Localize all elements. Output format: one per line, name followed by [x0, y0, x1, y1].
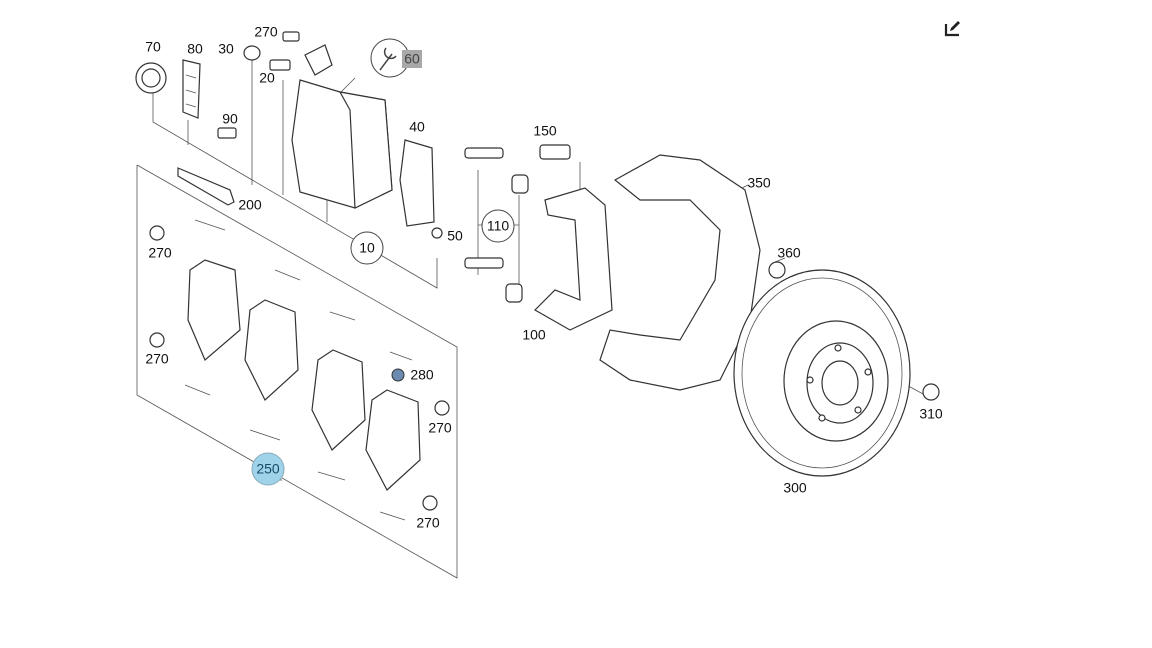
caliper-carrier	[534, 187, 613, 331]
label-20[interactable]: 20	[259, 70, 275, 86]
brake-caliper	[291, 44, 393, 209]
small-parts	[149, 31, 940, 511]
label-250[interactable]: 250	[256, 461, 280, 477]
sensor-ring	[135, 62, 167, 94]
wrench-icon	[379, 47, 397, 71]
label-310[interactable]: 310	[919, 406, 943, 422]
label-270[interactable]: 270	[428, 420, 452, 436]
spring-clip	[182, 59, 201, 119]
label-350[interactable]: 350	[747, 175, 771, 191]
label-200[interactable]: 200	[238, 197, 262, 213]
label-90[interactable]: 90	[222, 111, 238, 127]
label-300[interactable]: 300	[783, 480, 807, 496]
label-40[interactable]: 40	[409, 119, 425, 135]
callout-10	[350, 231, 384, 265]
label-270[interactable]: 270	[416, 515, 440, 531]
label-80[interactable]: 80	[187, 41, 203, 57]
label-110[interactable]: 110	[487, 218, 510, 234]
brake-pad-single	[399, 139, 435, 227]
label-270[interactable]: 270	[145, 351, 169, 367]
label-60[interactable]: 60	[404, 51, 420, 67]
brake-disc	[733, 269, 911, 477]
callout-110	[481, 209, 515, 243]
label-30[interactable]: 30	[218, 41, 234, 57]
label-50[interactable]: 50	[447, 228, 463, 244]
tool-label-bg	[402, 50, 422, 68]
label-150[interactable]: 150	[533, 123, 557, 139]
label-360[interactable]: 360	[777, 245, 801, 261]
splash-shield	[599, 154, 761, 391]
label-10[interactable]: 10	[359, 240, 375, 256]
label-270[interactable]: 270	[254, 24, 278, 40]
label-70[interactable]: 70	[145, 39, 161, 55]
callout-250-highlight[interactable]	[251, 452, 285, 486]
label-280[interactable]: 280	[410, 367, 434, 383]
label-100[interactable]: 100	[522, 327, 546, 343]
part-labels: 70 80 30 270 20 60 90 40 150 350 200 10 …	[145, 24, 943, 531]
brake-pad-set	[184, 219, 421, 521]
edit-icon[interactable]	[944, 19, 962, 37]
label-270[interactable]: 270	[148, 245, 172, 261]
